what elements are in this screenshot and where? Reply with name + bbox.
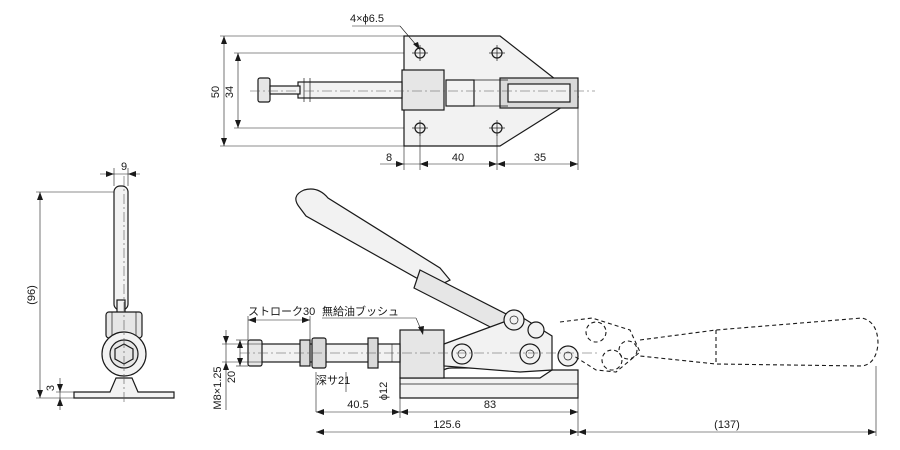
dim-40-5: 40.5	[347, 399, 368, 411]
stroke-label: ストローク30	[248, 305, 315, 318]
top-bushing-block	[401, 69, 445, 111]
dim-34: 34	[224, 86, 236, 98]
top-screw	[269, 85, 301, 95]
dim-8: 8	[386, 152, 392, 164]
front-bushing-block	[399, 329, 445, 379]
front-pivot-1	[451, 343, 473, 365]
dia-12-label: ϕ12	[378, 382, 390, 400]
dim-9: 9	[121, 161, 127, 173]
front-pivot-5	[557, 345, 579, 367]
dim-83: 83	[484, 399, 496, 411]
dim-137: (137)	[714, 419, 740, 431]
top-plunger-head	[257, 77, 271, 103]
dim-35: 35	[534, 152, 546, 164]
dim-50: 50	[210, 86, 222, 98]
thread-label: M8×1.25	[212, 366, 224, 409]
front-phantom-handle	[559, 317, 879, 373]
dim-40: 40	[452, 152, 464, 164]
top-handle-pivot	[507, 83, 571, 103]
hole-callout: 4×ϕ6.5	[350, 13, 384, 25]
dim-125-6: 125.6	[433, 419, 461, 431]
front-handle	[295, 188, 451, 291]
end-view: 9 (96) 3	[26, 161, 175, 410]
front-pivot-4	[527, 321, 545, 339]
dim-20: 20	[226, 371, 238, 383]
front-view: ストローク30 無給油ブッシュ M8×1.25 20 深サ21 ϕ12 40.5…	[212, 188, 879, 436]
end-handle	[113, 185, 129, 311]
oilless-bush-label: 無給油ブッシュ	[322, 304, 399, 318]
top-view: 4×ϕ6.5 50 34 8 40 35	[210, 13, 595, 170]
top-link-1	[445, 79, 475, 107]
dim-3: 3	[45, 385, 57, 391]
top-plunger	[297, 81, 403, 99]
depth-label: 深サ21	[316, 374, 350, 387]
front-pivot-2	[503, 309, 525, 331]
front-pivot-3	[519, 343, 541, 365]
dim-96: (96)	[26, 285, 38, 305]
